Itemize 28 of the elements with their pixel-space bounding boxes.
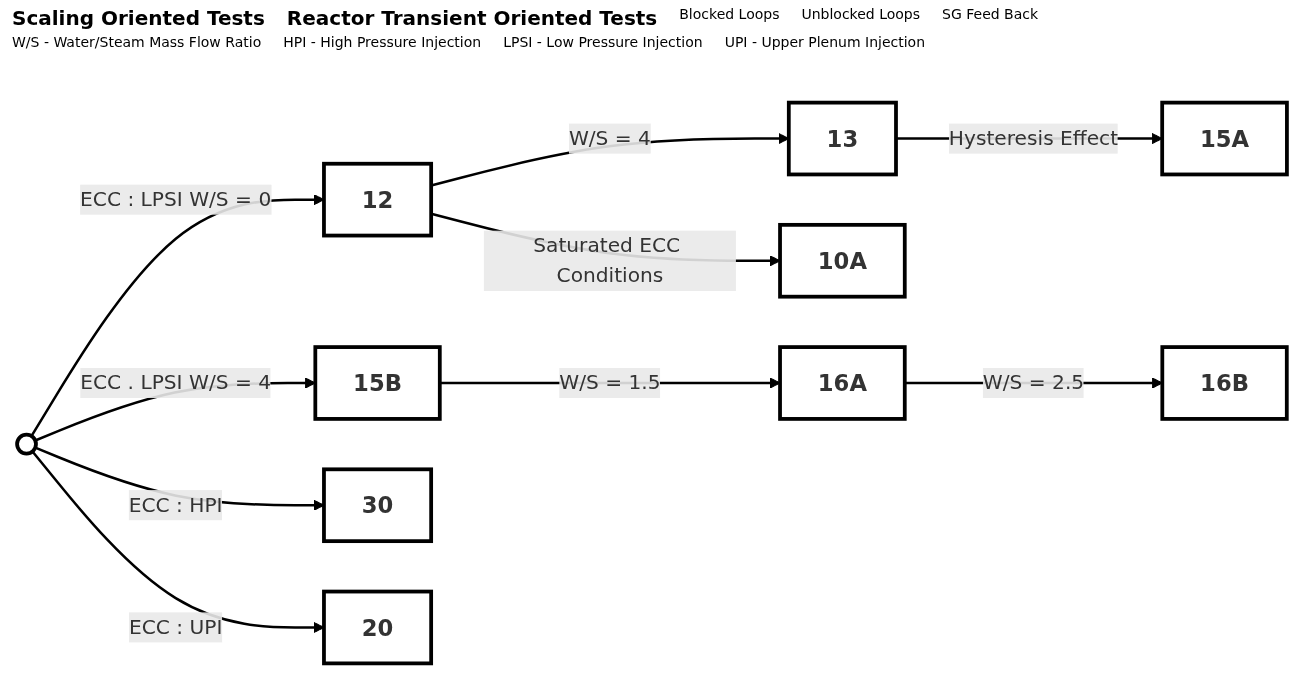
note-text: Unblocked Loops <box>801 6 921 24</box>
node-box: 16A <box>778 344 907 421</box>
node-circle <box>15 432 38 455</box>
node-box: 12 <box>322 161 434 237</box>
note-text: W/S - Water/Steam Mass Flow Ratio <box>12 34 262 50</box>
note-text: SG Feed Back <box>942 6 1039 24</box>
node-box: 16B <box>1160 344 1289 421</box>
edge-label: ECC : UPI <box>128 614 223 639</box>
edge-label: ECC : LPSI W/S = 0 <box>80 186 272 211</box>
node-box: 13 <box>786 100 898 176</box>
edge-label: W/S = 4 <box>568 125 651 150</box>
edge-label: W/S = 1.5 <box>559 369 661 394</box>
note-text: UPI - Upper Plenum Injection <box>724 34 926 50</box>
section-heading: Reactor Transient Oriented Tests <box>286 6 658 30</box>
edge-label: Saturated ECC Conditions <box>533 232 681 287</box>
node-box: 10A <box>778 222 907 299</box>
note-text: HPI - High Pressure Injection <box>283 34 482 50</box>
section-heading: Scaling Oriented Tests <box>12 6 265 30</box>
edge-label: W/S = 2.5 <box>982 369 1085 394</box>
node-box: 15B <box>313 344 442 421</box>
edge-label: ECC : HPI <box>128 492 223 517</box>
node-box: 30 <box>322 466 434 543</box>
note-text: LPSI - Low Pressure Injection <box>503 34 703 50</box>
node-box: 20 <box>322 589 434 665</box>
edge-label: Hysteresis Effect <box>948 125 1119 150</box>
note-text: Blocked Loops <box>679 6 780 24</box>
edge-label: ECC . LPSI W/S = 4 <box>80 369 272 394</box>
node-box: 15A <box>1160 100 1289 176</box>
